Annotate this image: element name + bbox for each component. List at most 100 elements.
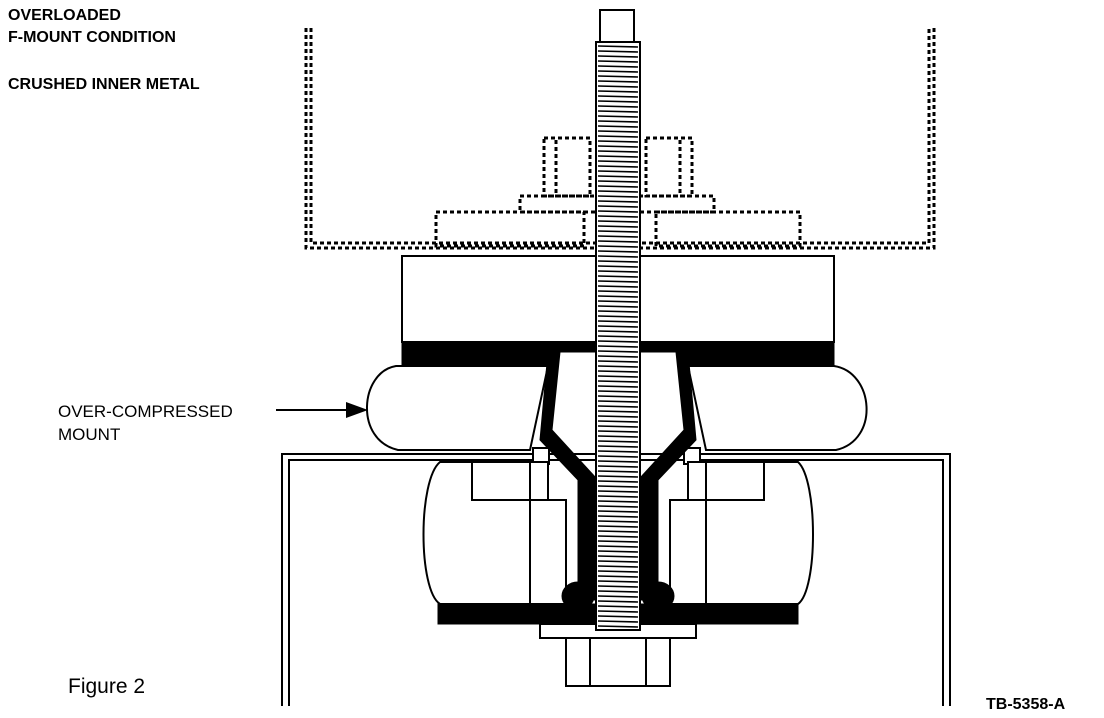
bolt-thread-line [597,140,639,143]
bolt-thread-line [597,455,639,458]
bolt-thread-line [597,545,639,548]
bolt-thread-line [597,170,639,173]
bolt-thread-line [597,600,639,603]
bolt-thread-line [597,130,639,133]
bolt-thread-line [597,315,639,318]
bolt-thread-line [597,555,639,558]
bolt-thread-line [597,215,639,218]
bolt-thread-line [597,425,639,428]
bolt-thread-line [597,355,639,358]
bolt-thread-line [597,125,639,128]
bolt-thread-line [597,320,639,323]
crushed-inner-metal-label: CRUSHED INNER METAL [8,76,200,93]
bolt-thread-line [597,330,639,333]
bolt-thread-line [597,45,639,48]
bolt-thread-line [597,360,639,363]
bolt-thread-line [597,515,639,518]
bolt-thread-line [597,435,639,438]
bolt-thread-line [597,150,639,153]
bolt-thread-line [597,220,639,223]
bolt-thread-line [597,460,639,463]
bolt-thread-line [597,565,639,568]
bolt-thread-line [597,245,639,248]
bolt-thread-line [597,240,639,243]
bolt-thread-line [597,485,639,488]
bolt-thread-line [597,445,639,448]
bolt-thread-line [597,180,639,183]
upper-rubber-left [366,365,550,451]
bolt-thread-line [597,200,639,203]
leader-arrow [276,402,368,418]
bolt-thread-line [597,465,639,468]
drawing-id: TB-5358-A [986,696,1066,713]
bolt-thread-line [597,535,639,538]
bolt-thread-line [597,155,639,158]
bolt-thread-line [597,420,639,423]
bolt-thread-line [597,595,639,598]
bolt-thread-line [597,450,639,453]
bolt-thread-line [597,80,639,83]
bolt-thread-line [597,175,639,178]
bolt-thread-line [597,505,639,508]
bolt-thread-line [597,340,639,343]
bolt-thread-line [597,440,639,443]
bolt-thread-line [597,560,639,563]
bolt-thread-line [597,390,639,393]
bolt-thread-line [597,160,639,163]
bolt-thread-line [597,295,639,298]
bolt-threads [597,45,639,628]
bolt-thread-line [597,470,639,473]
bolt-thread-line [597,550,639,553]
bolt-thread-line [597,65,639,68]
bolt-thread-line [597,145,639,148]
bolt-thread-line [597,350,639,353]
bolt-thread-line [597,210,639,213]
bolt-thread-line [597,285,639,288]
bolt-thread-line [597,185,639,188]
bolt-thread-line [597,260,639,263]
bolt-thread-line [597,115,639,118]
bolt-thread-line [597,230,639,233]
bolt-thread-line [597,300,639,303]
bolt-thread-line [597,375,639,378]
bolt-thread-line [597,290,639,293]
bolt-thread-line [597,335,639,338]
bolt-thread-line [597,570,639,573]
bolt-thread-line [597,525,639,528]
bolt-thread-line [597,430,639,433]
bolt-thread-line [597,95,639,98]
bolt-thread-line [597,265,639,268]
bolt-thread-line [597,495,639,498]
bolt-thread-line [597,55,639,58]
bolt-thread-line [597,255,639,258]
bolt-thread-line [597,625,639,628]
lower-notch-left [471,461,531,501]
bolt-thread-line [597,310,639,313]
over-compressed-label-line1: OVER-COMPRESSED [58,402,233,421]
bolt-thread-line [597,410,639,413]
bolt-thread-line [597,120,639,123]
bolt-thread-line [597,225,639,228]
figure-caption: Figure 2 [68,675,145,698]
bolt-thread-line [597,585,639,588]
bolt-top-end [599,9,635,43]
bolt-thread-line [597,190,639,193]
bolt-thread-line [597,250,639,253]
over-compressed-label-line2: MOUNT [58,425,120,444]
bolt-thread-line [597,615,639,618]
bolt-thread-line [597,540,639,543]
bolt-thread-line [597,110,639,113]
bolt-thread-line [597,105,639,108]
bolt-thread-line [597,270,639,273]
bolt-thread-line [597,490,639,493]
bolt-thread-line [597,280,639,283]
bolt-thread-line [597,415,639,418]
bolt-thread-line [597,75,639,78]
bolt-thread-line [597,205,639,208]
bolt-thread-line [597,480,639,483]
bolt-thread-line [597,605,639,608]
bolt-thread-line [597,610,639,613]
bolt-thread-line [597,385,639,388]
bolt-thread-line [597,370,639,373]
